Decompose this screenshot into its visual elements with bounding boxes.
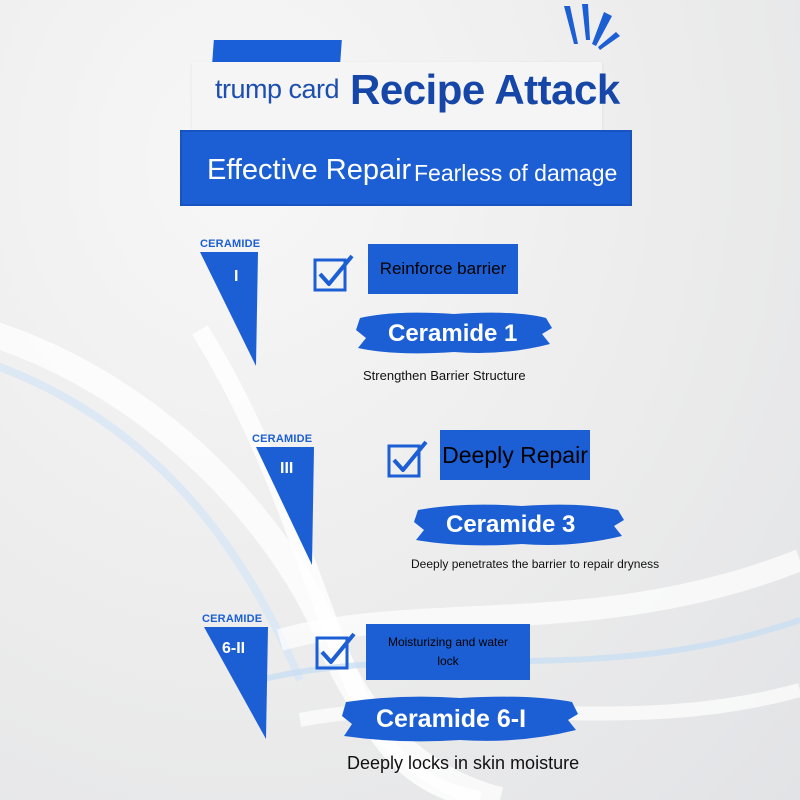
benefit-pill: Reinforce barrier: [368, 244, 518, 294]
checkbox-check-icon: [387, 440, 428, 478]
header-subtitle: trump card: [215, 74, 340, 104]
ceramide-name: Ceramide 6-I: [376, 705, 527, 733]
ceramide-numeral: 6-II: [222, 640, 246, 657]
header-title: Recipe Attack: [350, 66, 620, 113]
header-card: [192, 62, 602, 132]
ceramide-name: Ceramide 1: [388, 320, 518, 347]
ceramide-description: Strengthen Barrier Structure: [363, 368, 526, 383]
benefit-pill: Moisturizing and water lock: [366, 624, 530, 680]
ceramide-numeral: III: [280, 460, 294, 477]
spark-lines-icon: [564, 4, 620, 50]
checkbox-check-icon: [313, 254, 354, 292]
checkbox-check-icon: [315, 632, 356, 670]
ceramide-label: CERAMIDE: [202, 613, 263, 625]
banner: [180, 130, 632, 206]
triangle-marker-icon: [256, 447, 314, 565]
benefit-line: lock: [437, 654, 459, 668]
triangle-marker-icon: [204, 627, 268, 739]
ceramide-numeral: I: [234, 268, 239, 285]
ceramide-description: Deeply penetrates the barrier to repair …: [411, 557, 660, 571]
ceramide-label: CERAMIDE: [200, 238, 261, 250]
benefit-pill: Deeply Repair: [440, 430, 590, 480]
brush-stroke: [414, 504, 624, 546]
triangle-marker-icon: [200, 252, 258, 366]
benefit-line: Moisturizing and water: [387, 635, 509, 649]
brush-stroke: [356, 312, 552, 354]
banner-secondary-text: Fearless of damage: [414, 160, 618, 186]
brush-stroke: [342, 696, 578, 742]
ceramide-label: CERAMIDE: [252, 433, 313, 445]
banner-primary-text: Effective Repair: [207, 154, 412, 186]
ceramide-name: Ceramide 3: [446, 511, 576, 538]
ceramide-description: Deeply locks in skin moisture: [347, 753, 580, 773]
